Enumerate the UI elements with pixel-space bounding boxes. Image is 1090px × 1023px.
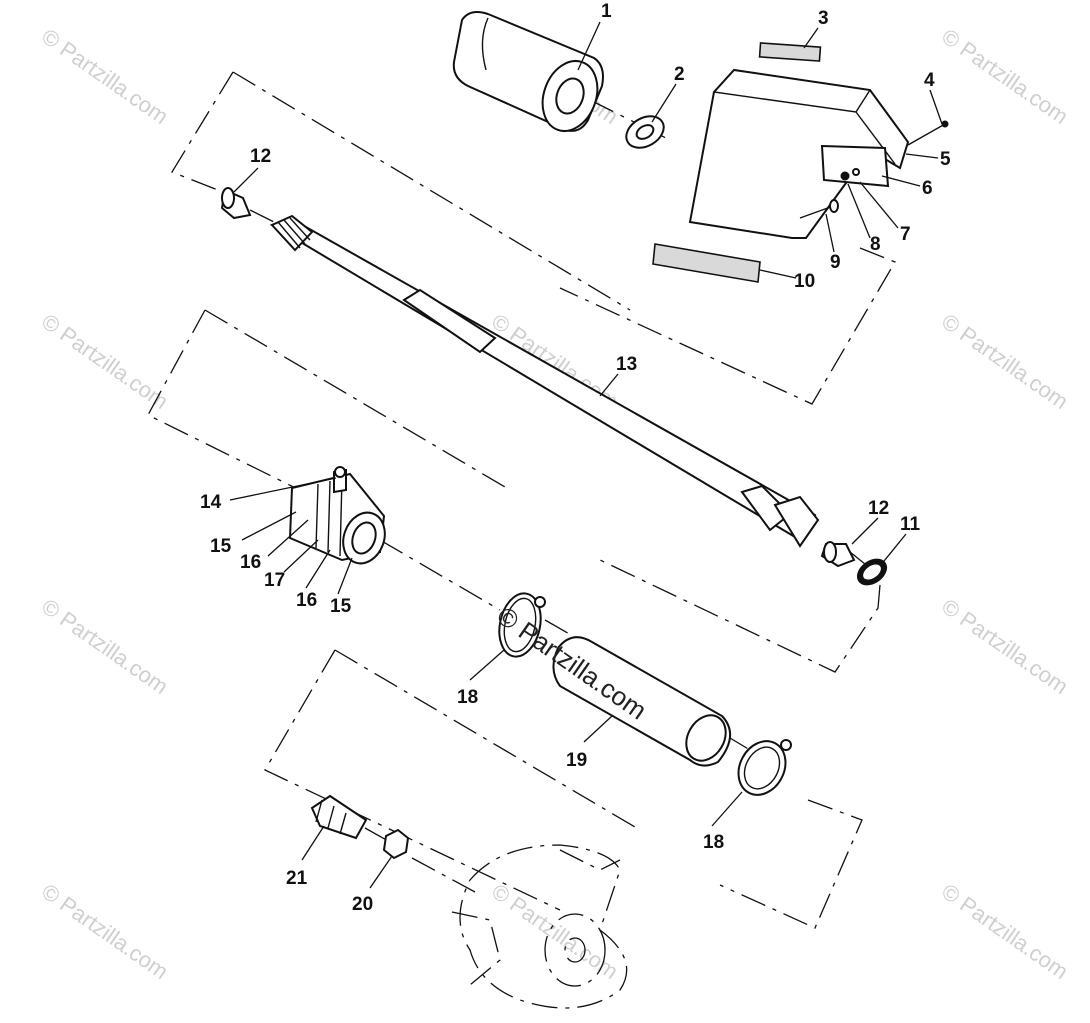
callout-18-bottom: 18 (703, 832, 724, 853)
watermark-text: © Partzilla.com (937, 24, 1073, 130)
callout-17: 17 (264, 570, 285, 591)
callout-21: 21 (286, 868, 308, 889)
callout-11: 11 (900, 514, 921, 535)
callout-10: 10 (794, 271, 815, 292)
callout-12-top: 12 (250, 146, 271, 167)
watermark-text: © Partzilla.com (37, 879, 173, 985)
part-label-strip (758, 42, 822, 62)
part-fitting (310, 794, 368, 840)
watermark-text: © Partzilla.com (937, 309, 1073, 415)
part-roller-coupler (452, 11, 604, 132)
part-hose-tube (552, 636, 731, 767)
part-screw (907, 123, 946, 146)
callout-18-middle: 18 (457, 687, 478, 708)
callout-4: 4 (924, 70, 935, 91)
callout-2: 2 (674, 64, 685, 85)
part-pin (799, 199, 839, 219)
callout-3: 3 (818, 8, 829, 29)
callout-5: 5 (940, 149, 951, 170)
part-drive-shaft (269, 214, 820, 548)
part-hose-clamp (737, 739, 792, 796)
callout-14: 14 (200, 492, 222, 513)
part-cover (688, 68, 910, 239)
assembly-guide-lines (147, 71, 896, 929)
part-bar (652, 243, 761, 283)
callout-16-right: 16 (296, 590, 317, 611)
callout-8: 8 (870, 234, 881, 255)
callout-9: 9 (830, 252, 841, 273)
part-o-ring (856, 558, 888, 586)
callout-1: 1 (601, 1, 612, 22)
part-impeller (451, 844, 628, 1009)
callout-15-right: 15 (330, 596, 352, 617)
callout-12-bottom: 12 (868, 498, 889, 519)
part-bearing-housing (288, 466, 386, 565)
callout-7: 7 (900, 224, 911, 245)
callout-19: 19 (566, 750, 587, 771)
part-nut (382, 828, 410, 860)
part-bushing-bottom (820, 541, 856, 568)
callout-labels: 1 2 3 4 5 6 7 8 9 10 11 12 12 13 14 15 1… (200, 1, 951, 915)
watermark-text: © Partzilla.com (37, 594, 173, 700)
watermark-text: © Partzilla.com (937, 879, 1073, 985)
part-hose-clamp (498, 592, 546, 658)
watermark-text: © Partzilla.com (37, 24, 173, 130)
callout-20: 20 (352, 894, 373, 915)
part-bushing-top (220, 187, 252, 220)
watermark-text: © Partzilla.com (937, 594, 1073, 700)
callout-15-left: 15 (210, 536, 232, 557)
callout-16-left: 16 (240, 552, 261, 573)
callout-13: 13 (616, 354, 637, 375)
leader-lines (229, 21, 943, 889)
callout-6: 6 (922, 178, 933, 199)
part-washer (625, 115, 665, 149)
watermark-text: © Partzilla.com (37, 309, 173, 415)
watermark-layer: © Partzilla.com © Partzilla.com © Partzi… (37, 24, 1073, 985)
part-plate (820, 144, 890, 188)
